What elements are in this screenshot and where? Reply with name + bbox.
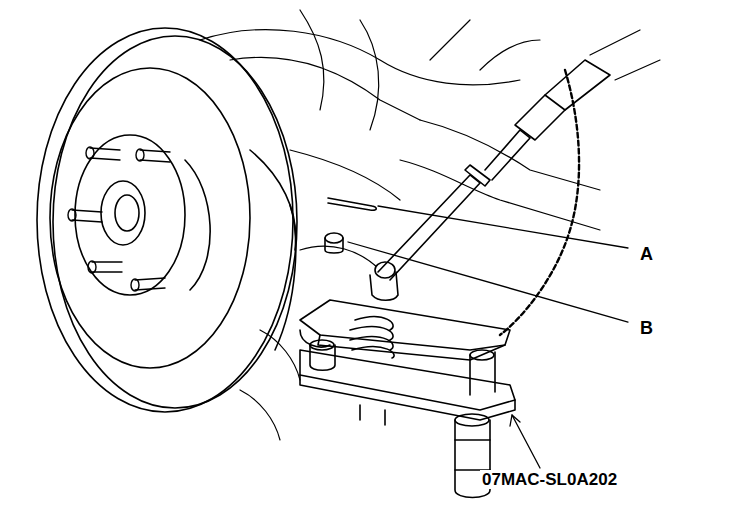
cotter-pin — [328, 198, 376, 210]
socket-extension — [378, 30, 660, 280]
callout-letter: A — [638, 244, 655, 264]
tool-number: 07MAC-SL0A202 — [480, 470, 619, 489]
castle-nut — [325, 233, 343, 253]
leader-lines — [348, 206, 628, 468]
safety-chain — [500, 70, 579, 335]
suspension-outline — [200, 10, 600, 440]
brake-disc — [37, 28, 297, 412]
callout-letter: B — [638, 318, 655, 338]
ball-joint-remover — [300, 262, 515, 498]
wheel-studs — [68, 147, 170, 291]
